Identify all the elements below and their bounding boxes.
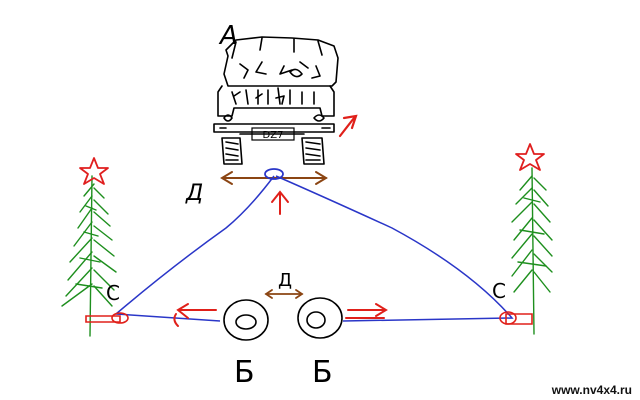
watermark: www.nv4x4.ru — [551, 383, 632, 397]
truck-direction-arrow — [338, 114, 358, 138]
tree-left-label: С — [106, 281, 120, 305]
tree-right-label: С — [492, 279, 506, 303]
mid-pulley-brown-arrows — [264, 289, 304, 299]
wheel-right — [297, 297, 343, 339]
top-pulley-brown-arrows — [220, 171, 328, 185]
tree-left — [61, 175, 117, 337]
top-pulley-label: Д — [185, 181, 203, 206]
truck-plate-box — [251, 127, 295, 141]
truck-plate: DZ7 — [263, 130, 284, 141]
top-pulley — [264, 168, 284, 180]
left-pull-arrow — [173, 303, 217, 327]
star-right-icon — [515, 143, 545, 171]
mid-pulley-label: Д — [278, 270, 292, 291]
right-pull-arrow — [345, 303, 388, 319]
wheel-right-label: Б — [312, 355, 333, 390]
anchor-right — [499, 311, 533, 325]
tree-right — [511, 167, 553, 335]
top-pulley-up-arrow — [271, 190, 289, 215]
truck-label: А — [218, 21, 238, 51]
star-left-icon — [79, 157, 109, 185]
winch-rope — [114, 175, 514, 322]
wheel-left — [223, 299, 269, 341]
truck — [213, 36, 339, 165]
anchor-left — [85, 312, 129, 324]
wheel-left-label: Б — [234, 355, 255, 390]
